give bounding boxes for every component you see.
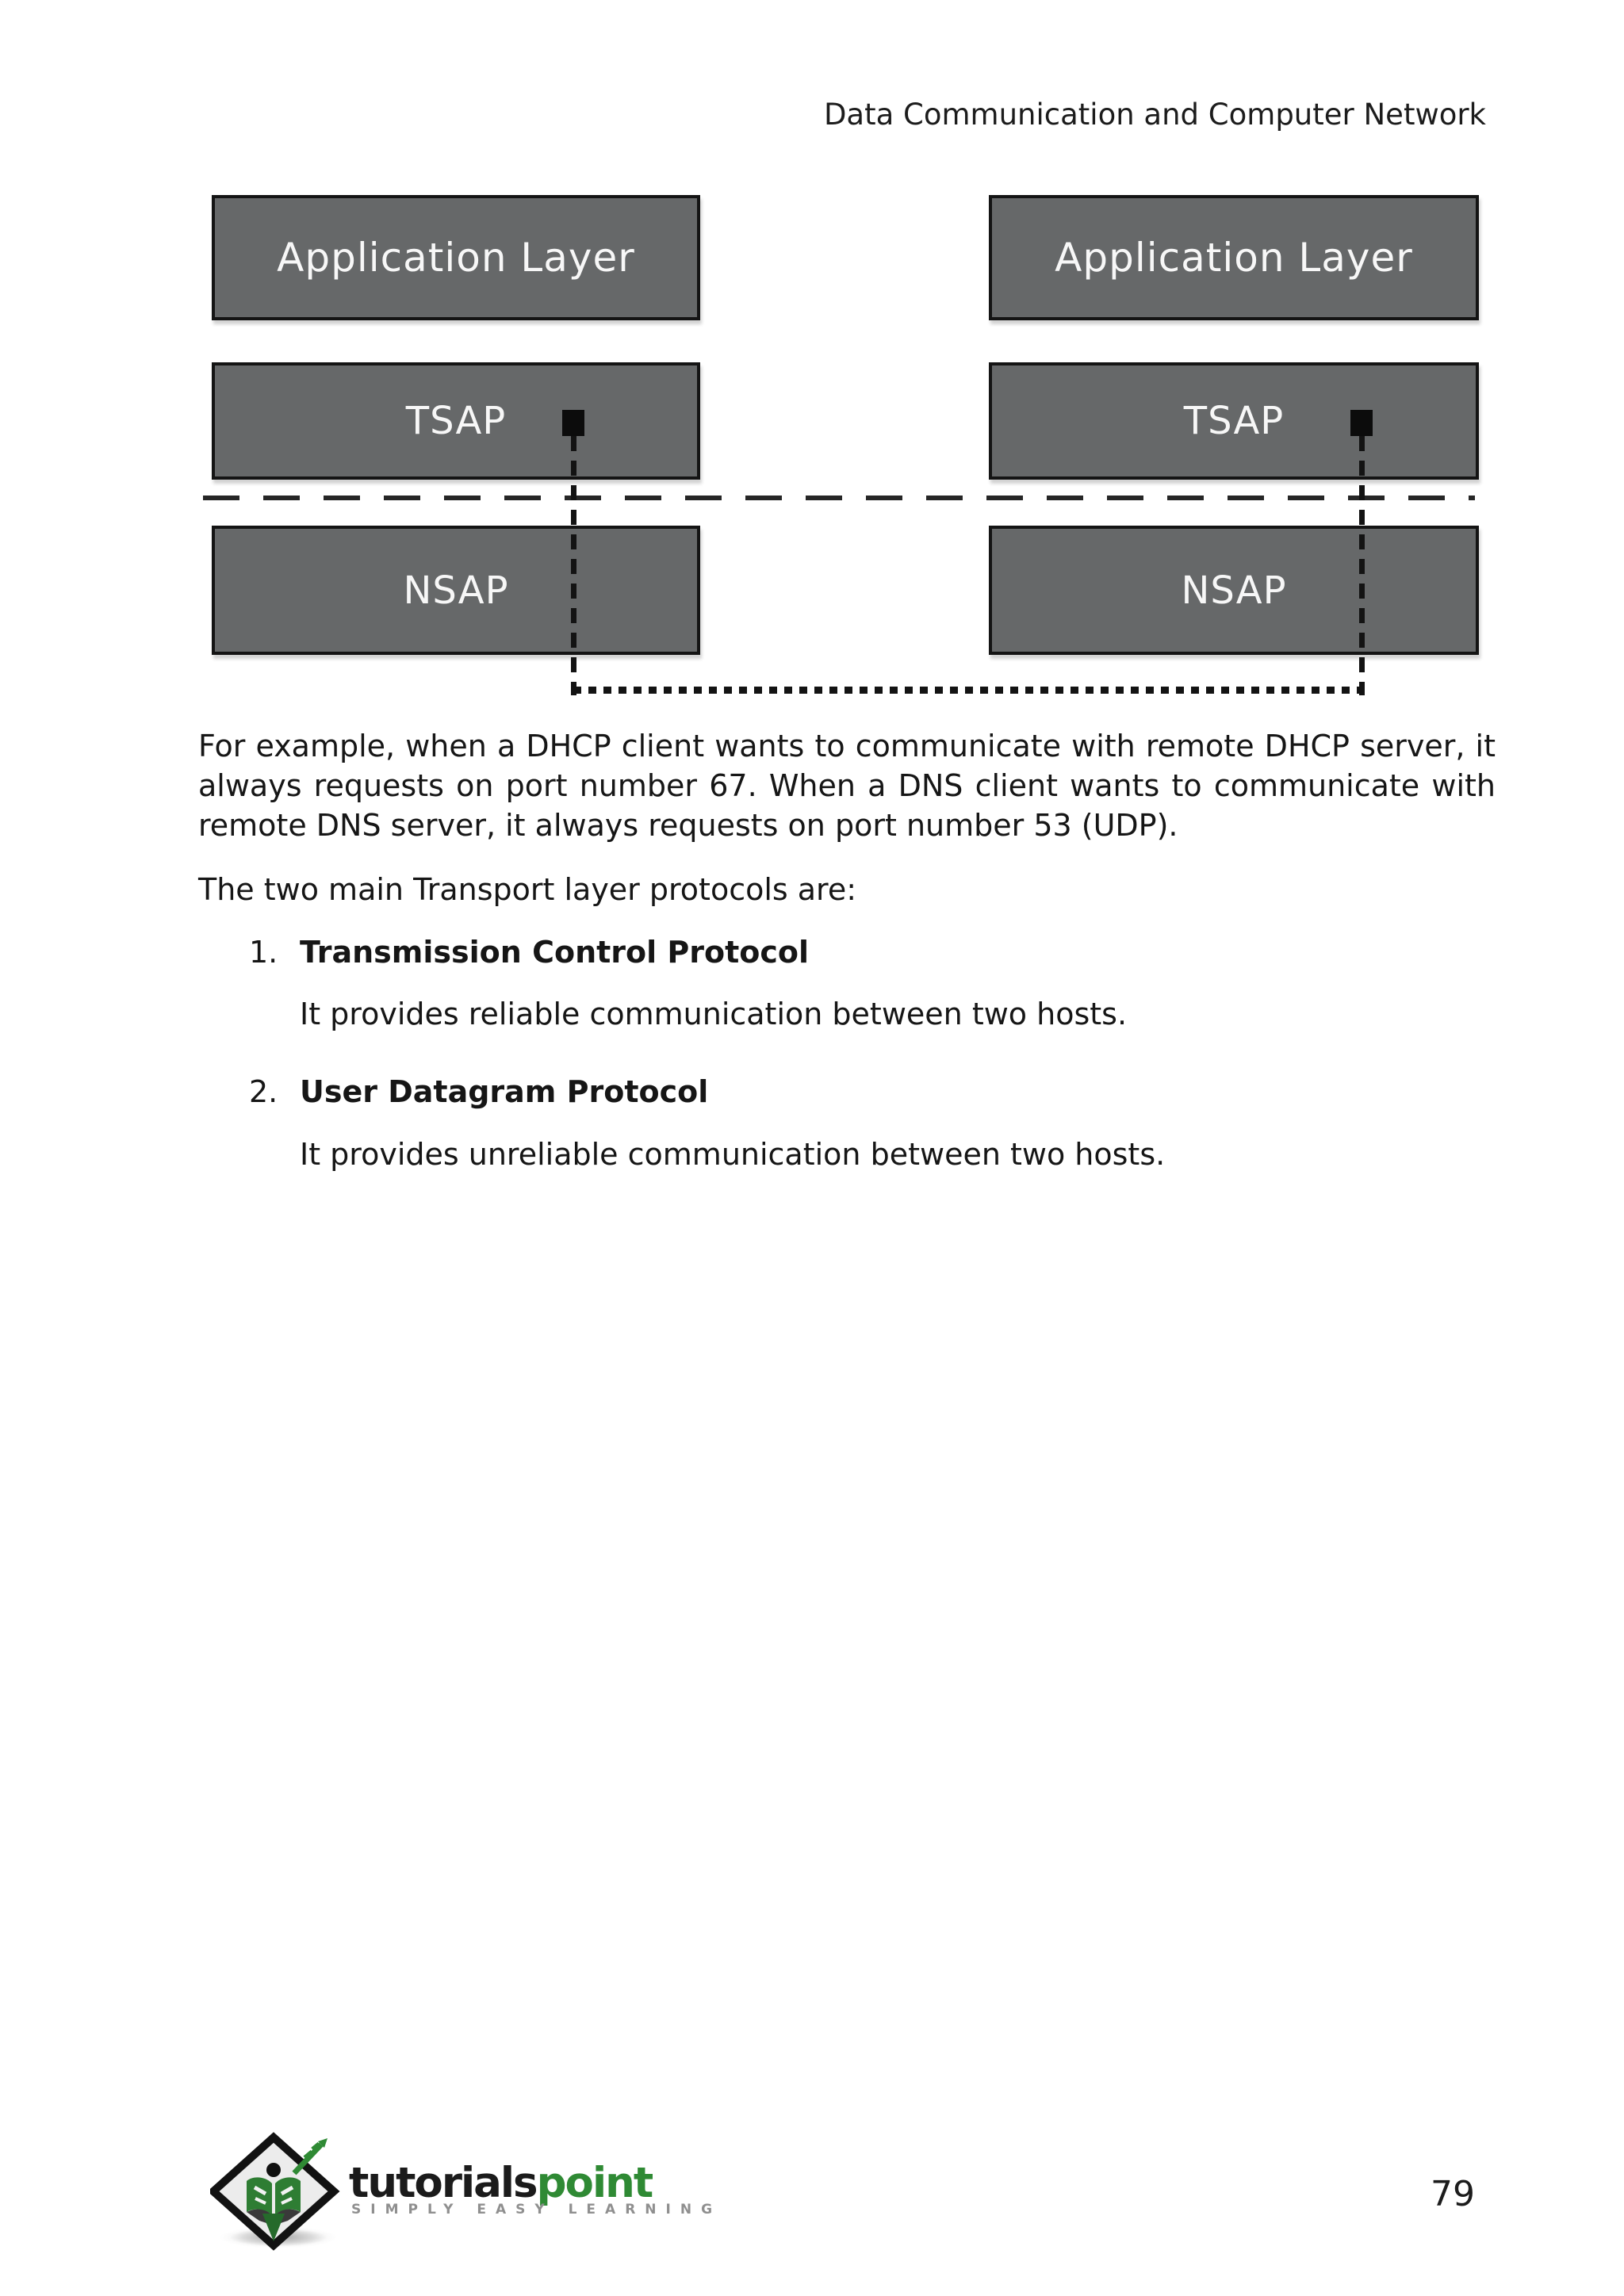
list-item-description: It provides reliable communication betwe… — [300, 997, 1128, 1031]
vertical-dashed-connector-right — [1359, 436, 1365, 695]
bottom-dotted-connector — [573, 687, 1366, 694]
logo-wordmark-tutorials: tutorials — [349, 2159, 538, 2207]
nsap-box-right: NSAP — [989, 526, 1479, 655]
list-item-title: User Datagram Protocol — [300, 1074, 709, 1109]
list-item-number: 2. — [249, 1074, 278, 1109]
paragraph-transport-protocols-intro: The two main Transport layer protocols a… — [198, 872, 857, 907]
tutorialspoint-logo-icon — [210, 2132, 340, 2251]
nsap-label-left: NSAP — [403, 568, 509, 613]
application-layer-box-right: Application Layer — [989, 195, 1479, 320]
tsap-box-right: TSAP — [989, 362, 1479, 480]
logo-wordmark-point: point — [536, 2159, 654, 2207]
list-item-number: 1. — [249, 935, 278, 970]
application-layer-label-left: Application Layer — [277, 235, 635, 281]
logo-sprout — [292, 2138, 327, 2175]
tsap-label-left: TSAP — [405, 399, 507, 443]
page-header-title: Data Communication and Computer Network — [823, 98, 1486, 132]
tsap-port-marker-left — [562, 410, 584, 436]
tsap-label-right: TSAP — [1183, 399, 1285, 443]
logo-wordmark: tutorialspoint — [349, 2162, 653, 2204]
list-item-title: Transmission Control Protocol — [300, 935, 810, 970]
application-layer-label-right: Application Layer — [1055, 235, 1413, 281]
nsap-box-left: NSAP — [212, 526, 700, 655]
paragraph-dhcp-dns-example: For example, when a DHCP client wants to… — [198, 729, 1496, 843]
application-layer-box-left: Application Layer — [212, 195, 700, 320]
page-number: 79 — [1431, 2174, 1475, 2214]
tsap-box-left: TSAP — [212, 362, 700, 480]
nsap-label-right: NSAP — [1181, 568, 1287, 613]
logo-book — [247, 2163, 301, 2241]
tsap-port-marker-right — [1350, 410, 1373, 436]
list-item-description: It provides unreliable communication bet… — [300, 1137, 1166, 1172]
vertical-dashed-connector-left — [571, 436, 576, 695]
logo-tagline: SIMPLY EASY LEARNING — [351, 2202, 722, 2218]
layer-divider-dashed-line — [203, 496, 1475, 500]
